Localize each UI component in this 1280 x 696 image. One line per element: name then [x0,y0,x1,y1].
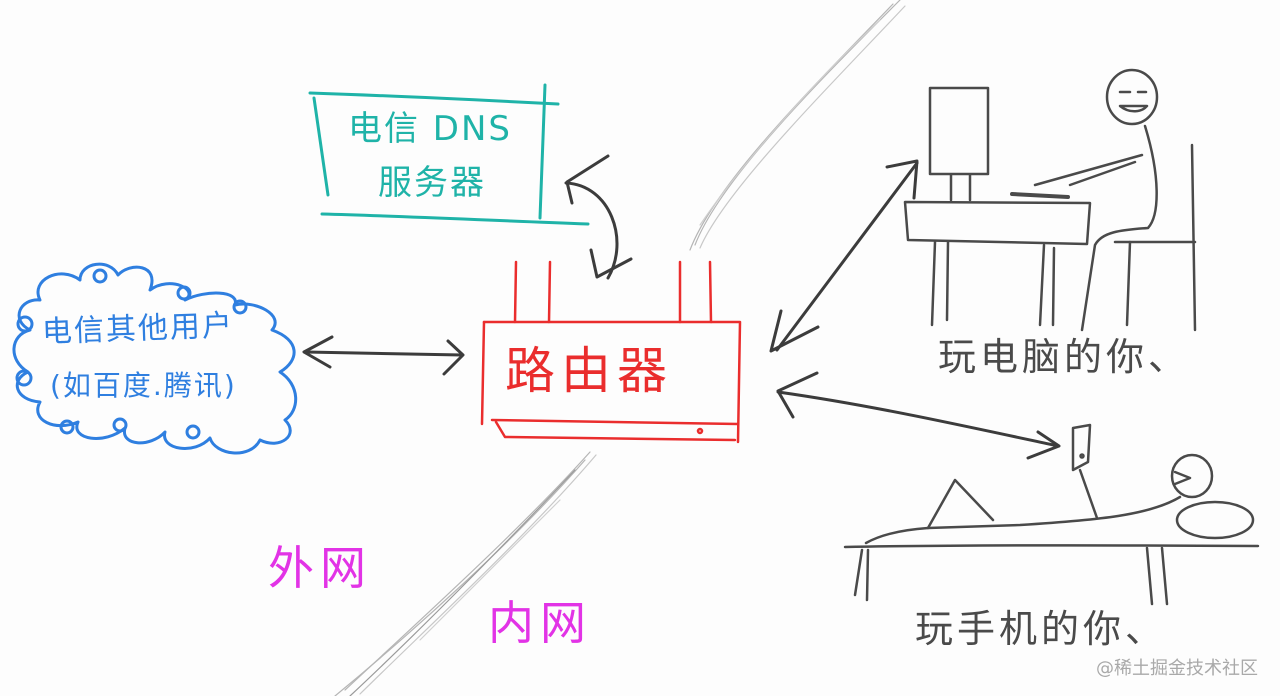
router-device [480,260,742,444]
phone-user-label: 玩手机的你、 [915,607,1168,651]
router-label: 路由器 [505,342,673,400]
computer-user-figure [903,68,1197,332]
phone-user-figure [843,423,1260,606]
watermark: @稀土掘金技术社区 [1096,658,1258,679]
inside-network-label: 内网 [488,596,592,650]
outside-network-label: 外网 [268,541,372,595]
computer-user-label: 玩电脑的你、 [938,335,1191,379]
dns-server-label-line1: 电信 DNS [348,109,513,149]
cloud-shape [12,262,298,455]
network-divider [334,0,906,696]
connection-arrows [302,154,1061,460]
cloud-label-line1: 电信其他用户 [41,308,235,350]
dns-server-label-line2: 服务器 [378,163,486,203]
dns-server-box [308,83,590,226]
cloud-label-line2: (如百度.腾讯) [50,369,237,402]
